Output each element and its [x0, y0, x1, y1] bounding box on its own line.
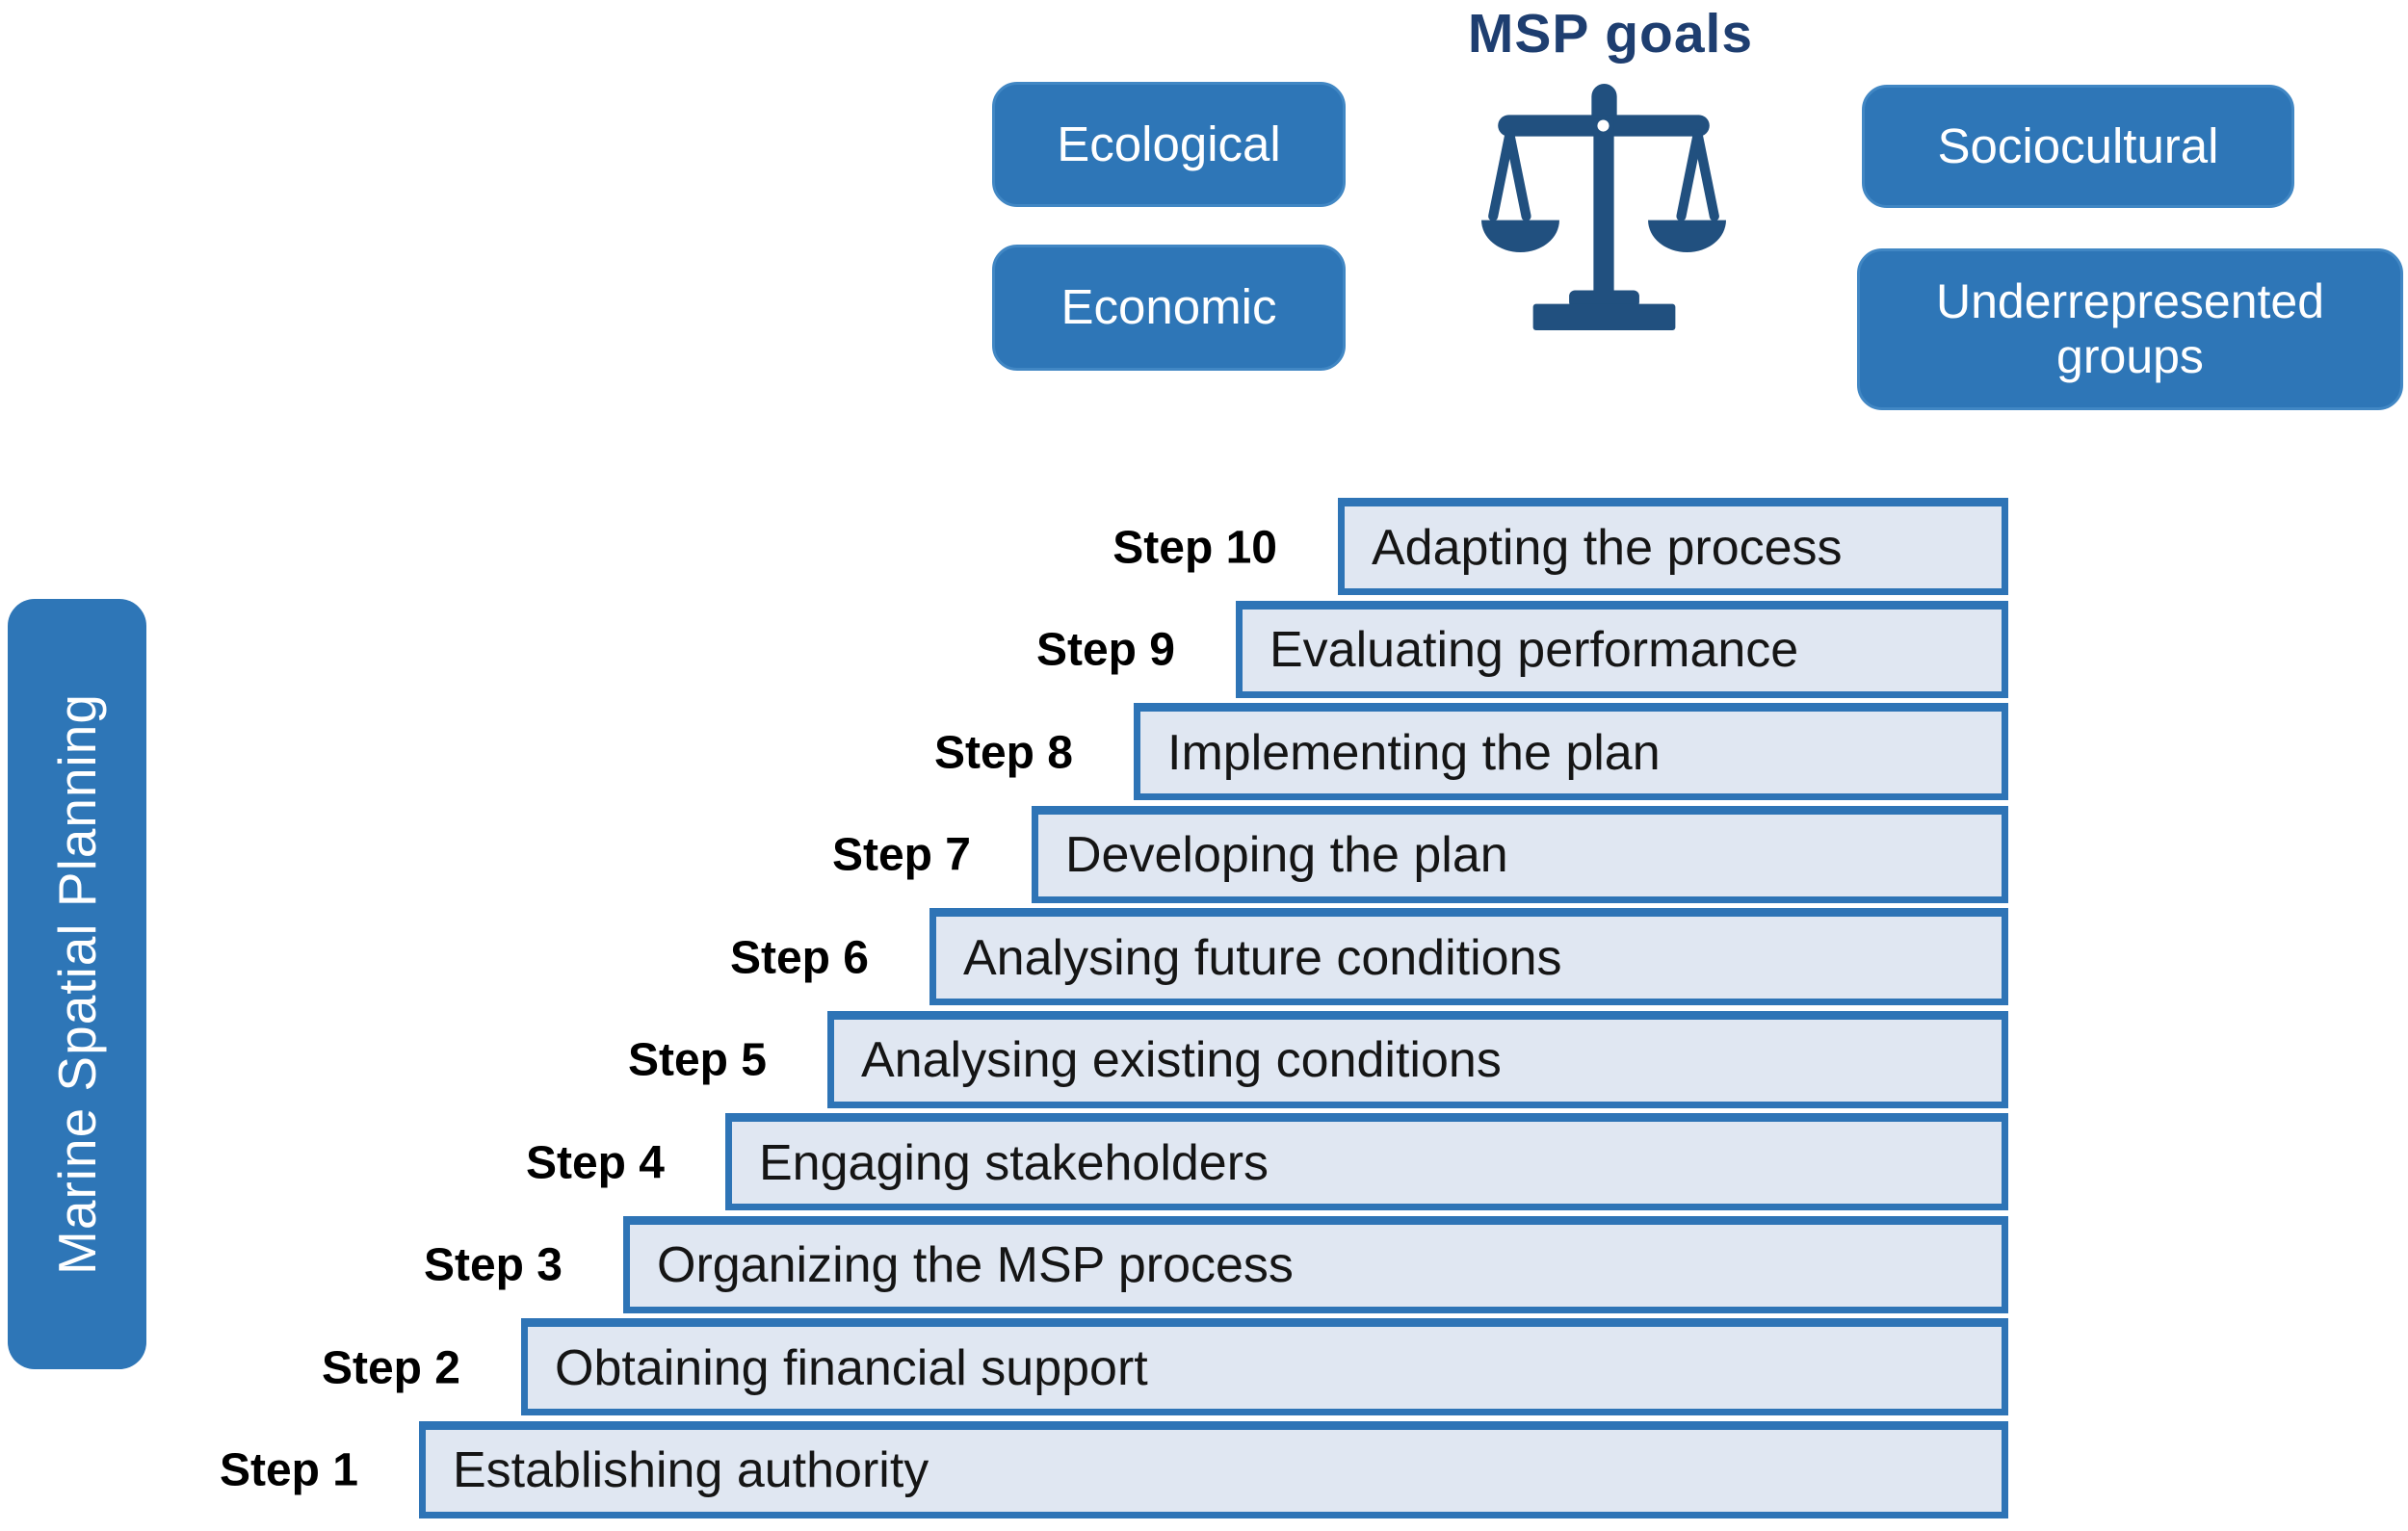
step-title: Obtaining financial support [555, 1339, 1148, 1396]
step-number-label: Step 5 [627, 1034, 767, 1086]
msp-vertical-banner: Marine Spatial Planning [8, 599, 146, 1369]
step-number-label: Step 4 [525, 1137, 665, 1188]
step-bar-6: Step 6 Analysing future conditions [730, 908, 2008, 1005]
goal-box-ecological: Ecological [992, 82, 1346, 207]
balance-scale-icon [1481, 84, 1726, 330]
goal-label-sociocultural: Sociocultural [1937, 117, 2219, 173]
step-bar-7: Step 7 Developing the plan [832, 805, 2008, 903]
step-bar-9: Step 9 Evaluating performance [1036, 600, 2008, 698]
step-number-label: Step 6 [729, 932, 869, 983]
step-number-label: Step 9 [1035, 624, 1175, 676]
goal-box-sociocultural: Sociocultural [1862, 85, 2294, 208]
step-bar-5: Step 5 Analysing existing conditions [628, 1010, 2008, 1108]
step-title: Adapting the process [1372, 519, 1843, 576]
step-number-label: Step 1 [219, 1444, 358, 1496]
step-title: Developing the plan [1065, 827, 1508, 883]
step-number-label: Step 7 [831, 829, 971, 881]
step-title: Organizing the MSP process [657, 1237, 1294, 1293]
step-bar-2: Step 2 Obtaining financial support [322, 1318, 2008, 1415]
goal-label-ecological: Ecological [1057, 116, 1281, 171]
goal-box-underrepresented: Underrepresented groups [1857, 248, 2403, 410]
step-bar-1: Step 1 Establishing authority [220, 1420, 2008, 1518]
step-title: Evaluating performance [1269, 622, 1799, 678]
step-number-label: Step 10 [1112, 522, 1277, 573]
goal-label-economic: Economic [1060, 279, 1277, 335]
step-number-label: Step 2 [321, 1342, 460, 1393]
step-title: Establishing authority [453, 1442, 929, 1498]
goal-label-underrepresented: Underrepresented groups [1935, 273, 2325, 384]
step-bar-8: Step 8 Implementing the plan [934, 703, 2008, 800]
step-title: Analysing existing conditions [861, 1032, 1502, 1088]
goal-box-economic: Economic [992, 245, 1346, 371]
diagram-title: MSP goals [1467, 3, 1754, 65]
step-bar-3: Step 3 Organizing the MSP process [424, 1215, 2008, 1313]
step-number-label: Step 8 [933, 727, 1073, 778]
step-title: Analysing future conditions [963, 929, 1562, 986]
step-title: Engaging stakeholders [759, 1134, 1269, 1191]
msp-banner-label: Marine Spatial Planning [47, 693, 107, 1275]
step-bar-4: Step 4 Engaging stakeholders [526, 1113, 2008, 1210]
step-bar-10: Step 10 Adapting the process [1112, 498, 2008, 595]
step-title: Implementing the plan [1167, 724, 1661, 781]
step-number-label: Step 3 [423, 1239, 563, 1291]
